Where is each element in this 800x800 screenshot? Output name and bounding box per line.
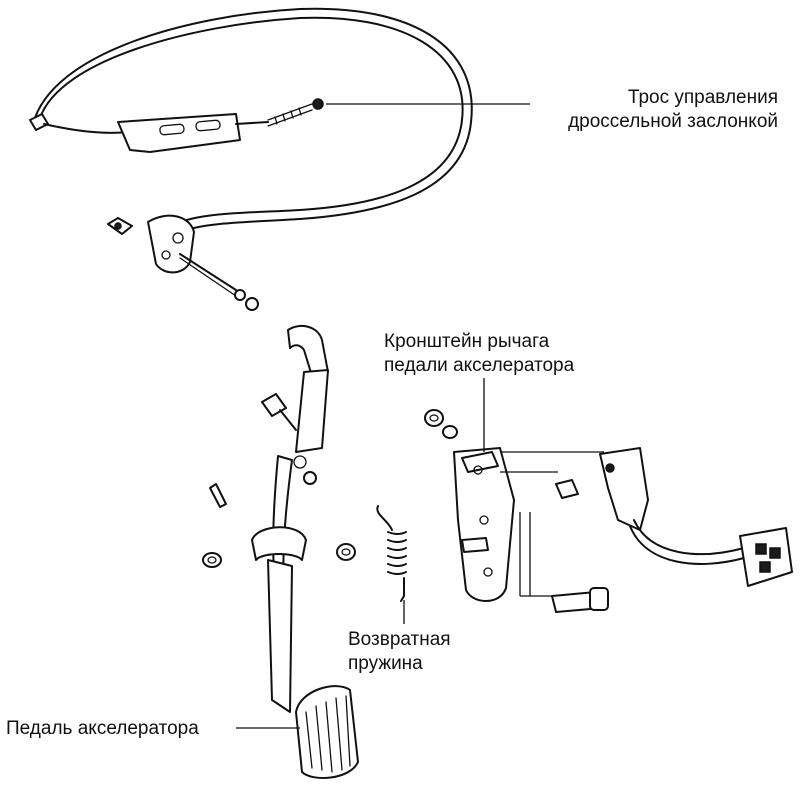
throttle-cable-label-line-1: Трос управления (627, 87, 778, 108)
throttle-cable-label-line-2: дроссельной заслонкой (568, 111, 778, 132)
throttle-cable-label: Трос управления дроссельной заслонкой (0, 86, 778, 134)
accelerator-pedal (251, 324, 359, 779)
bracket-leader-lines (483, 378, 604, 597)
cable-pedal-end (107, 214, 259, 311)
return-spring-label-line-1: Возвратная (348, 629, 451, 650)
throttle-cable (29, 7, 473, 231)
pedal-bracket-label: Кронштейн рычага педали акселератора (384, 330, 574, 378)
return-spring-label: Возвратная пружина (348, 628, 451, 676)
fasteners-left (202, 471, 356, 568)
pedal-sensor-connector (599, 447, 793, 587)
return-spring-label-line-2: пружина (348, 653, 423, 674)
return-spring (376, 505, 407, 602)
pedal-bracket-label-line-2: педали акселератора (384, 355, 575, 376)
pedal-bracket (424, 409, 609, 613)
accelerator-pedal-label: Педаль акселератора (6, 717, 199, 741)
pedal-bracket-label-line-1: Кронштейн рычага (384, 331, 550, 352)
accelerator-pedal-label-line-1: Педаль акселератора (6, 718, 199, 739)
